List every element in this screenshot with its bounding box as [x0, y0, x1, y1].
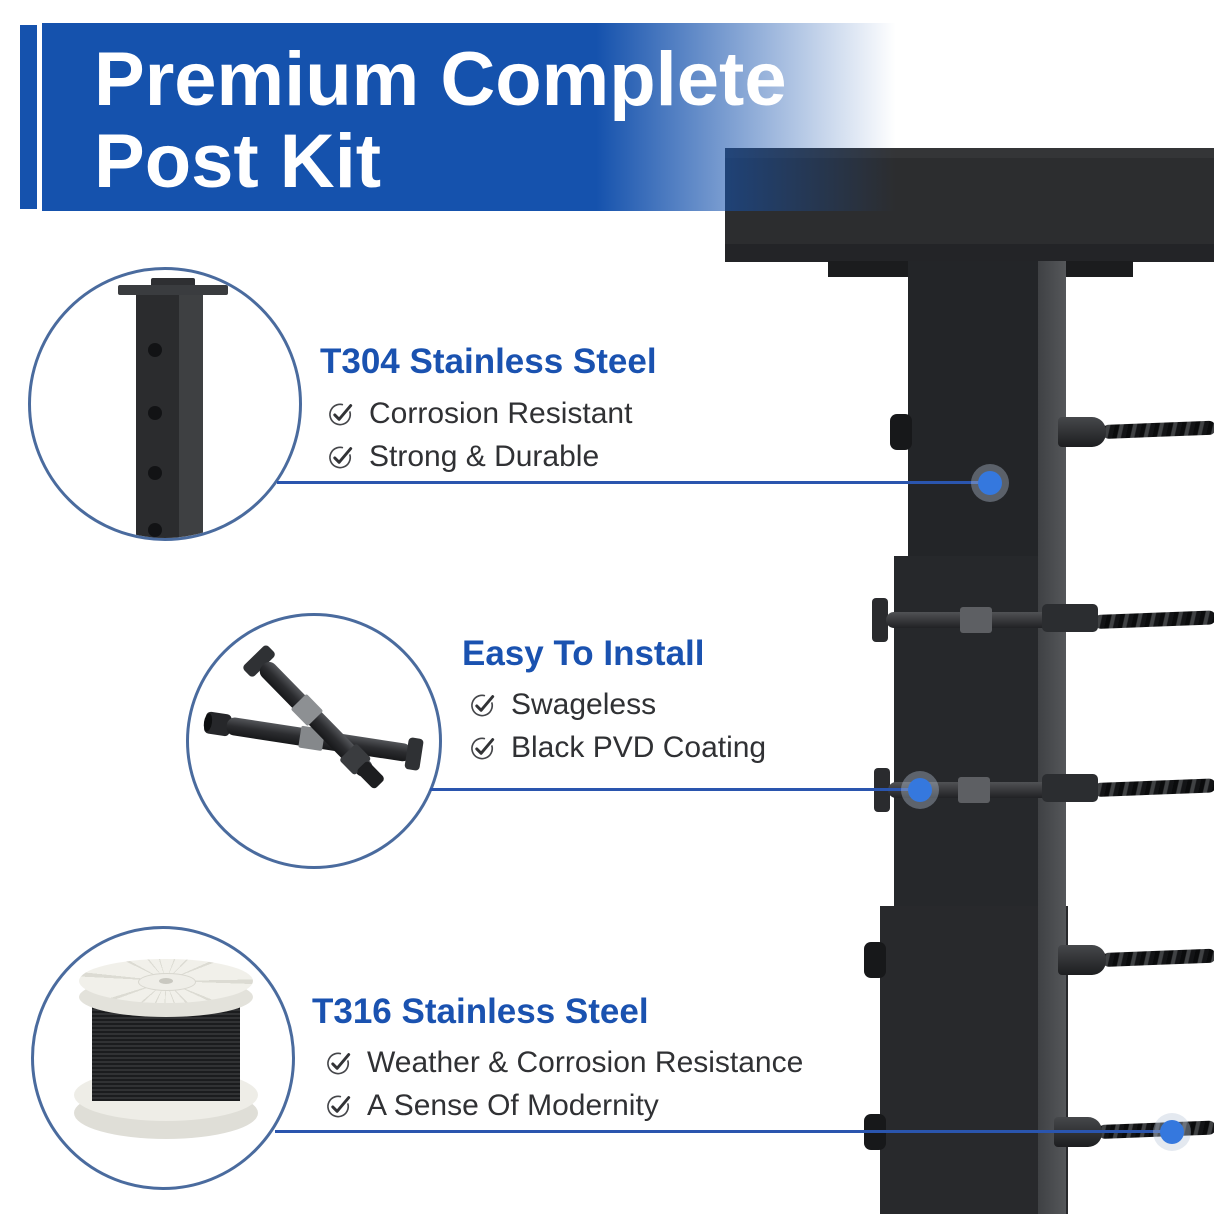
tensioner-hex-nut	[958, 777, 990, 803]
steel-cable	[1101, 420, 1214, 439]
check-circle-icon	[327, 1095, 351, 1118]
post-cable-hole	[148, 466, 162, 480]
feature-item-label: Black PVD Coating	[511, 731, 767, 764]
cable-end-cap	[864, 942, 886, 978]
page-title-line2: Post Kit	[94, 119, 382, 204]
cable-fitting	[1058, 945, 1106, 975]
tensioner-product-image	[186, 613, 442, 869]
post-mounting-plate	[118, 285, 228, 295]
tensioner-head	[872, 598, 888, 642]
page-title-line1: Premium Complete	[94, 37, 787, 122]
post-plate-tab	[151, 278, 195, 287]
callout-2-title: Easy To Install	[462, 634, 705, 673]
spool-center-hole	[159, 978, 173, 984]
cable-fitting	[1058, 417, 1106, 447]
check-circle-icon	[329, 446, 353, 469]
header-accent-bar	[20, 25, 37, 209]
feature-item: Swageless	[470, 688, 656, 722]
callout-line-2	[430, 788, 920, 791]
check-circle-icon	[327, 1052, 351, 1075]
crossed-tensioners-illustration	[203, 645, 424, 789]
feature-item: Corrosion Resistant	[328, 397, 632, 431]
tensioner-sleeve	[1042, 774, 1098, 802]
header-banner: Premium Complete Post Kit	[42, 23, 922, 211]
callout-3-title: T316 Stainless Steel	[312, 992, 649, 1031]
feature-item-label: Corrosion Resistant	[369, 397, 633, 430]
post-body	[136, 295, 203, 538]
callout-line-1	[277, 481, 990, 484]
cable-end-cap	[890, 414, 912, 450]
post-product-image	[28, 267, 302, 541]
callout-dot-2	[908, 778, 932, 802]
post-side-face	[1038, 261, 1066, 1214]
tensioner-hex-nut	[960, 607, 992, 633]
feature-item-label: Strong & Durable	[369, 440, 600, 473]
post-cable-hole	[148, 343, 162, 357]
feature-item: A Sense Of Modernity	[326, 1089, 659, 1123]
callout-dot-1	[978, 471, 1002, 495]
check-circle-icon	[471, 694, 495, 717]
post-lower-segment	[880, 906, 1068, 1214]
post-cable-hole	[148, 523, 162, 537]
cable-spool-product-image	[31, 926, 295, 1190]
callout-line-3	[275, 1130, 1172, 1133]
check-circle-icon	[329, 403, 353, 426]
callout-1-title: T304 Stainless Steel	[320, 342, 657, 381]
tensioner-sleeve	[1042, 604, 1098, 632]
steel-cable	[1093, 610, 1214, 629]
feature-item: Strong & Durable	[328, 440, 599, 474]
feature-item-label: Swageless	[511, 688, 657, 721]
post-cable-hole	[148, 406, 162, 420]
check-circle-icon	[471, 737, 495, 760]
feature-item-label: Weather & Corrosion Resistance	[367, 1046, 804, 1079]
feature-item-label: A Sense Of Modernity	[367, 1089, 659, 1122]
steel-cable	[1101, 948, 1214, 967]
feature-item: Weather & Corrosion Resistance	[326, 1046, 803, 1080]
feature-item: Black PVD Coating	[470, 731, 766, 765]
callout-dot-3	[1160, 1120, 1184, 1144]
steel-cable	[1093, 778, 1214, 797]
page-title: Premium Complete Post Kit	[94, 39, 922, 203]
